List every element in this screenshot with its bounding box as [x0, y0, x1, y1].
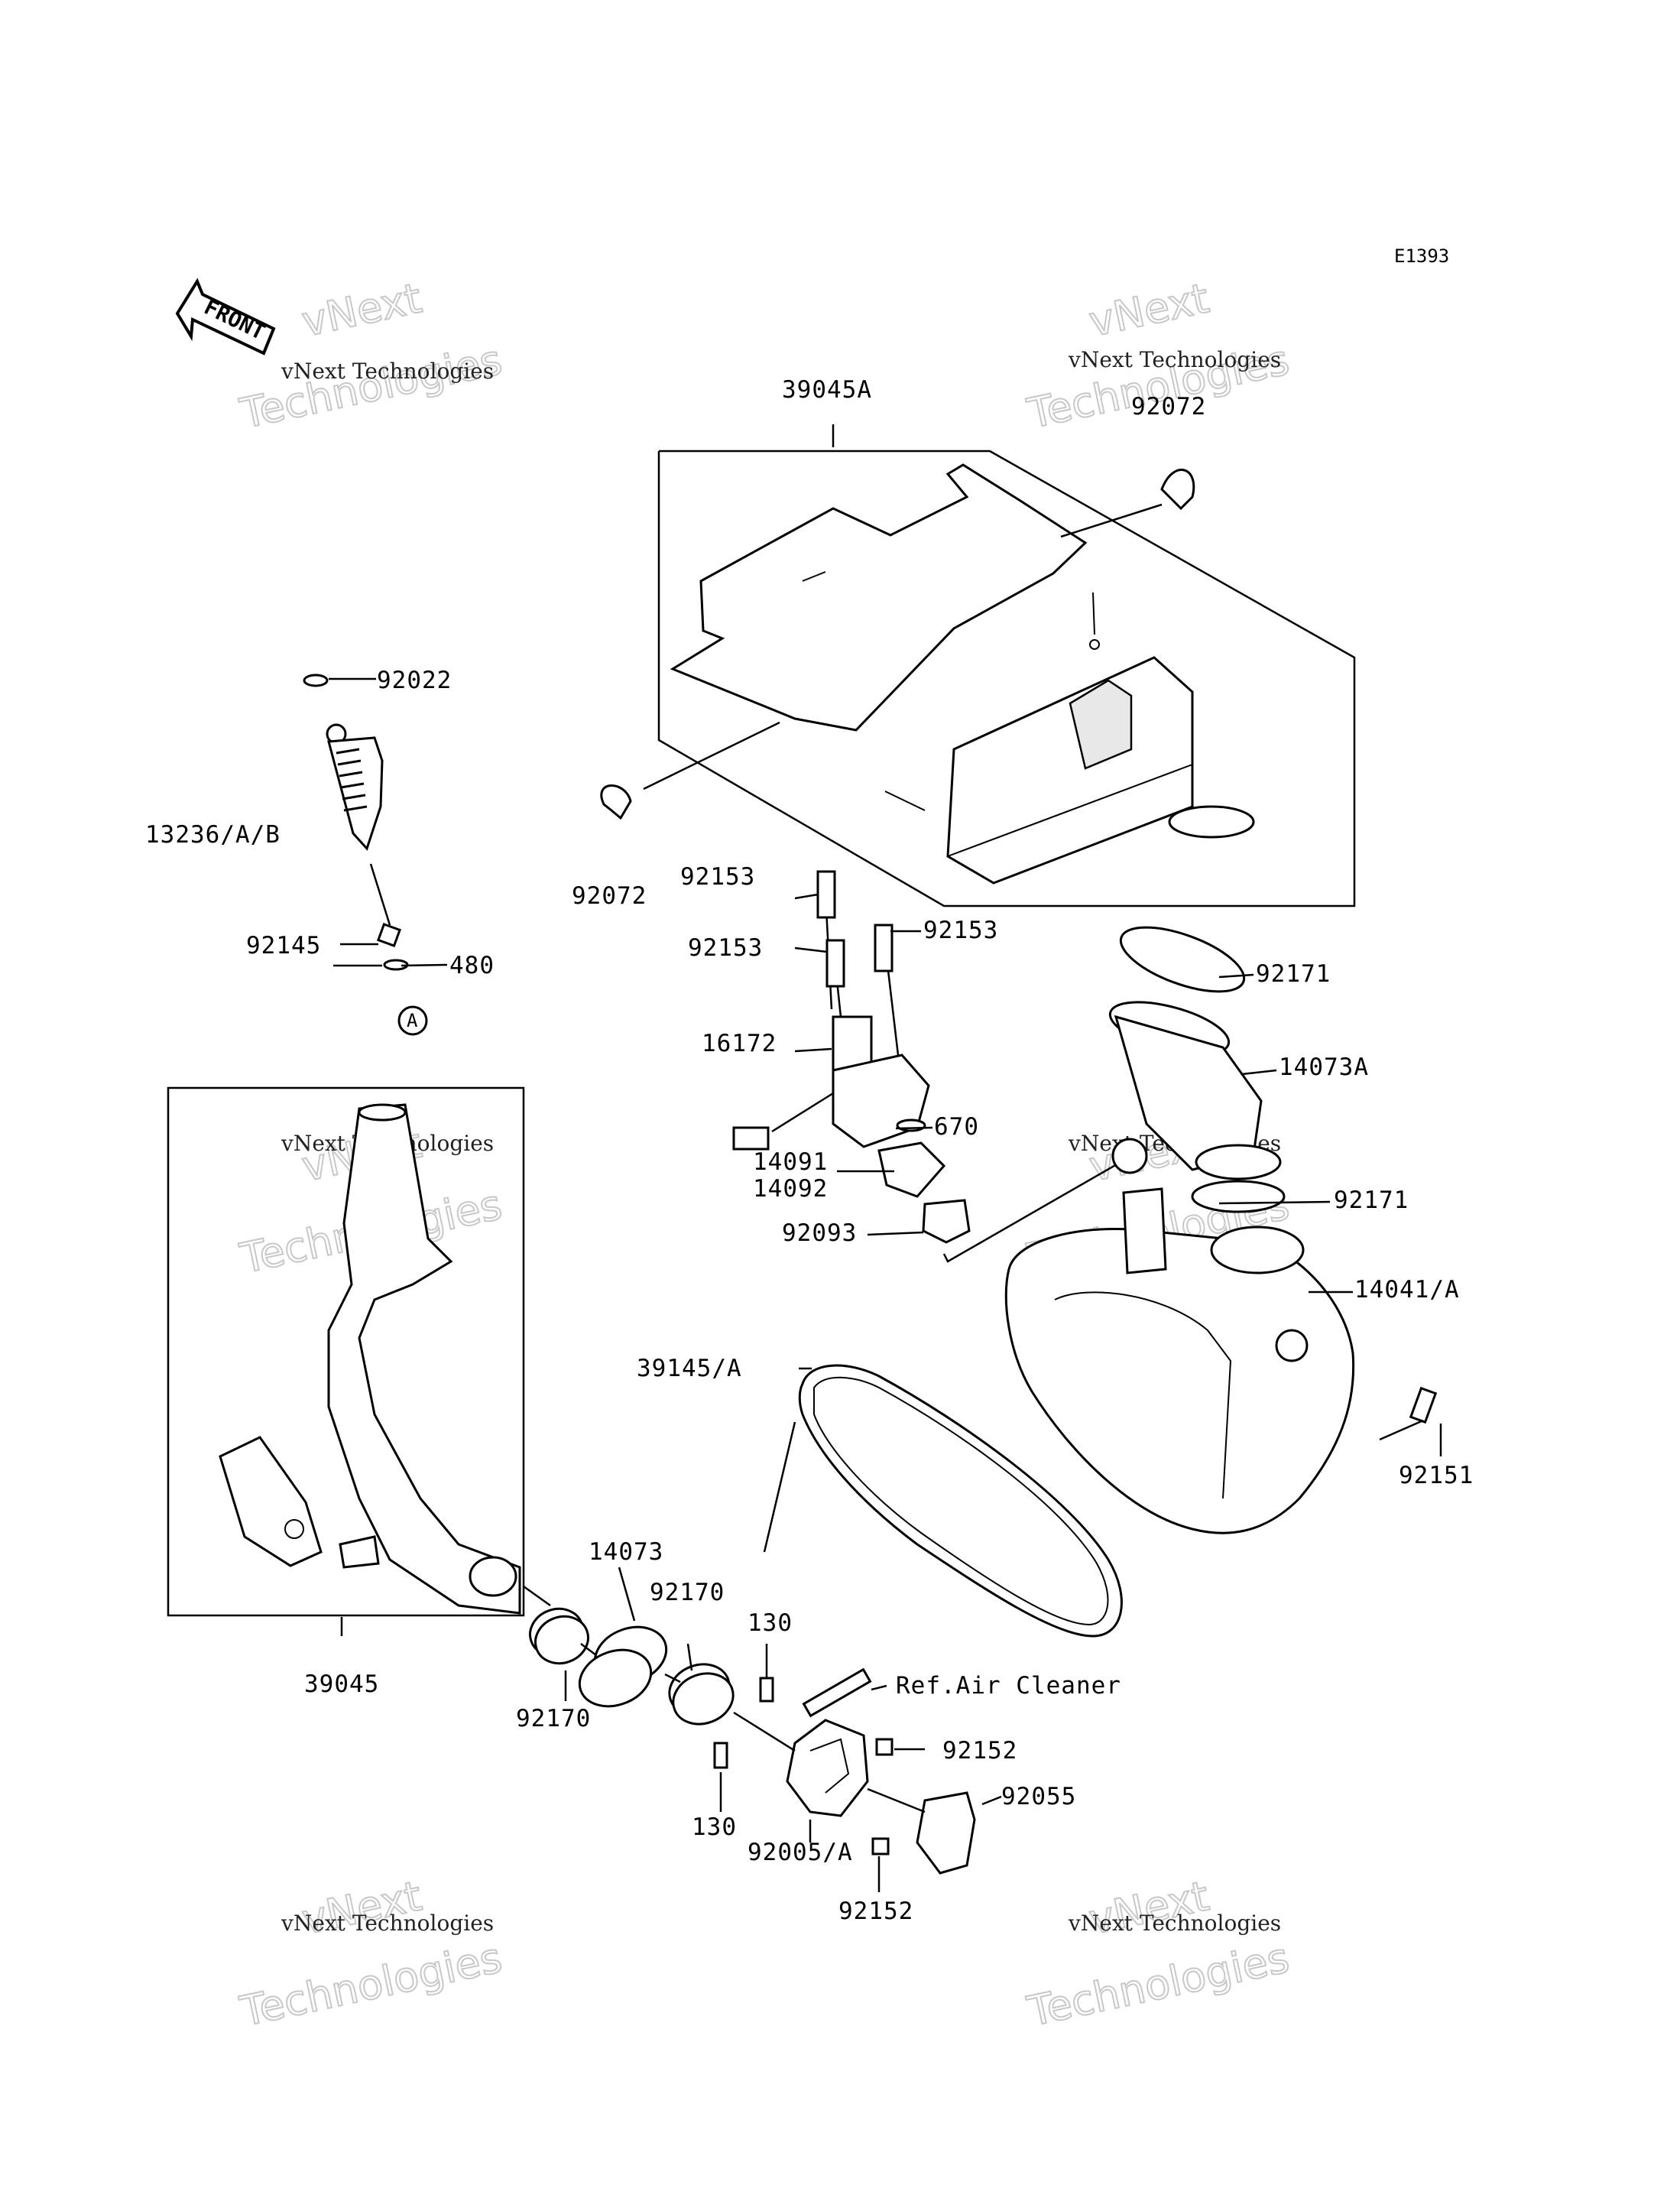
- svg-text:Technologies: Technologies: [1023, 1933, 1293, 2036]
- label-39045A: 39045A: [782, 376, 872, 404]
- svg-text:Technologies: Technologies: [236, 1933, 506, 2036]
- label-92072-left: 92072: [572, 882, 647, 910]
- label-92153-a: 92153: [680, 863, 755, 891]
- belt-39145: [798, 1364, 1123, 1638]
- svg-text:vNext Technologies: vNext Technologies: [281, 359, 494, 384]
- front-arrow-icon: FRONT: [175, 278, 276, 356]
- svg-text:vNext: vNext: [298, 274, 426, 346]
- nut-92152-b: [871, 1837, 890, 1855]
- label-92153-c: 92153: [688, 934, 763, 962]
- actuator-16172: [732, 870, 1128, 1263]
- label-670: 670: [934, 1113, 979, 1141]
- label-39045: 39045: [304, 1670, 379, 1698]
- label-14041: 14041/A: [1354, 1276, 1460, 1304]
- clip-92072-top: [1160, 469, 1195, 511]
- label-92153-b: 92153: [923, 917, 998, 944]
- label-14073: 14073: [589, 1538, 663, 1566]
- nut-92152-a: [875, 1738, 894, 1756]
- label-92093: 92093: [782, 1219, 857, 1247]
- rod-ref: [802, 1667, 872, 1718]
- watermark-bottom-left: vNext Technologies vNext Technologies: [235, 1871, 507, 2037]
- svg-text:vNext Technologies: vNext Technologies: [281, 1911, 494, 1936]
- label-39145: 39145/A: [637, 1355, 742, 1382]
- gasket-92055: [916, 1791, 976, 1875]
- lower-duct-assembly: [167, 1086, 525, 1636]
- clamp-92170-b: [668, 1663, 735, 1726]
- label-92171-top: 92171: [1256, 960, 1331, 988]
- label-13236: 13236/A/B: [145, 821, 281, 849]
- svg-text:Technologies: Technologies: [236, 336, 506, 438]
- clamp-92170-a: [529, 1607, 589, 1665]
- belt-inner: [813, 1376, 1109, 1626]
- label-92145: 92145: [246, 932, 321, 959]
- duct-14073A: [1108, 926, 1286, 1213]
- upper-duct-assembly: [643, 424, 1356, 907]
- svg-text:vNext Technologies: vNext Technologies: [1068, 347, 1281, 372]
- housing-92005: [786, 1719, 869, 1817]
- watermark-bottom-right: vNext Technologies vNext Technologies: [1023, 1871, 1294, 2037]
- label-92022: 92022: [377, 667, 452, 694]
- label-480: 480: [449, 952, 495, 979]
- label-92152-b: 92152: [838, 1898, 913, 1925]
- label-16172: 16172: [702, 1030, 777, 1057]
- label-130-a: 130: [748, 1609, 793, 1637]
- label-92170-b: 92170: [650, 1579, 725, 1606]
- svg-text:A: A: [407, 1010, 418, 1031]
- label-92005: 92005/A: [748, 1839, 853, 1866]
- leader-lines: [333, 893, 1442, 1892]
- watermark-top-left: vNext Technologies vNext Technologies: [235, 273, 507, 439]
- label-92152-a: 92152: [942, 1737, 1017, 1765]
- label-92151: 92151: [1399, 1462, 1474, 1489]
- clip-92072-left: [600, 784, 632, 820]
- label-92072-top: 92072: [1131, 393, 1206, 420]
- boot-14073: [578, 1625, 668, 1708]
- label-92055: 92055: [1001, 1783, 1076, 1810]
- bolts-130: [713, 1677, 774, 1769]
- label-14092: 14092: [753, 1175, 828, 1203]
- label-ref-air-cleaner: Ref.Air Cleaner: [896, 1672, 1121, 1700]
- svg-text:vNext Technologies: vNext Technologies: [1068, 1911, 1281, 1936]
- svg-text:vNext: vNext: [1085, 274, 1213, 346]
- diagram-code: E1393: [1394, 245, 1449, 267]
- label-14073A: 14073A: [1279, 1054, 1369, 1081]
- label-14091: 14091: [753, 1148, 828, 1176]
- label-92171-mid: 92171: [1334, 1187, 1409, 1214]
- spring-rod-assembly: A: [303, 674, 428, 1036]
- label-92170-a: 92170: [516, 1705, 591, 1732]
- label-130-b: 130: [692, 1813, 737, 1841]
- cover-14041: [1004, 1187, 1438, 1534]
